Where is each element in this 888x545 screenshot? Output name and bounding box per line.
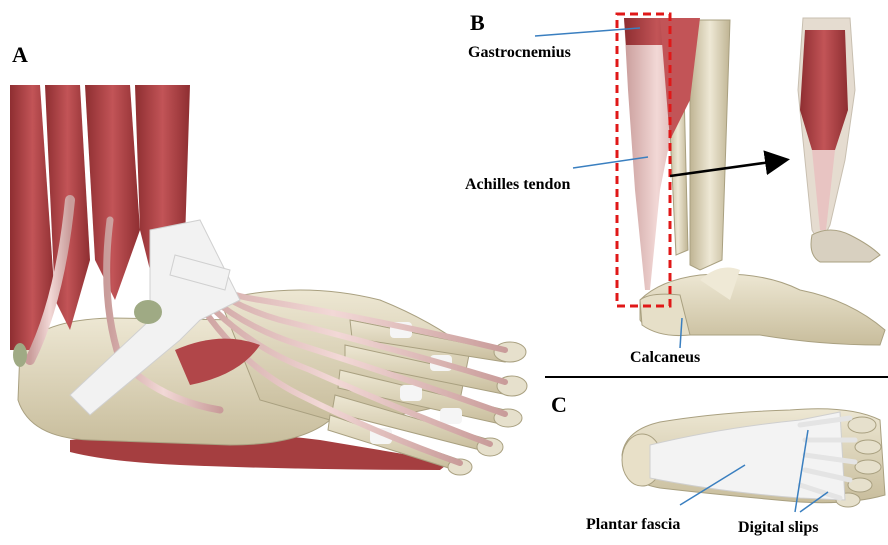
panel-c-letter: C bbox=[551, 394, 567, 416]
panel-b-illustration bbox=[535, 14, 885, 348]
panel-a-letter: A bbox=[12, 44, 28, 66]
inset-arrow bbox=[670, 160, 785, 176]
panel-c-illustration bbox=[622, 409, 885, 512]
gastrocnemius-label: Gastrocnemius bbox=[468, 45, 571, 61]
panel-a-illustration bbox=[10, 85, 527, 475]
plantar-fascia-label: Plantar fascia bbox=[586, 517, 680, 533]
achilles-tendon-label: Achilles tendon bbox=[465, 177, 570, 193]
calcaneus-label: Calcaneus bbox=[630, 350, 700, 366]
panel-b-letter: B bbox=[470, 12, 485, 34]
digital-slips-label: Digital slips bbox=[738, 520, 818, 536]
gastrocnemius-leader bbox=[535, 28, 640, 36]
